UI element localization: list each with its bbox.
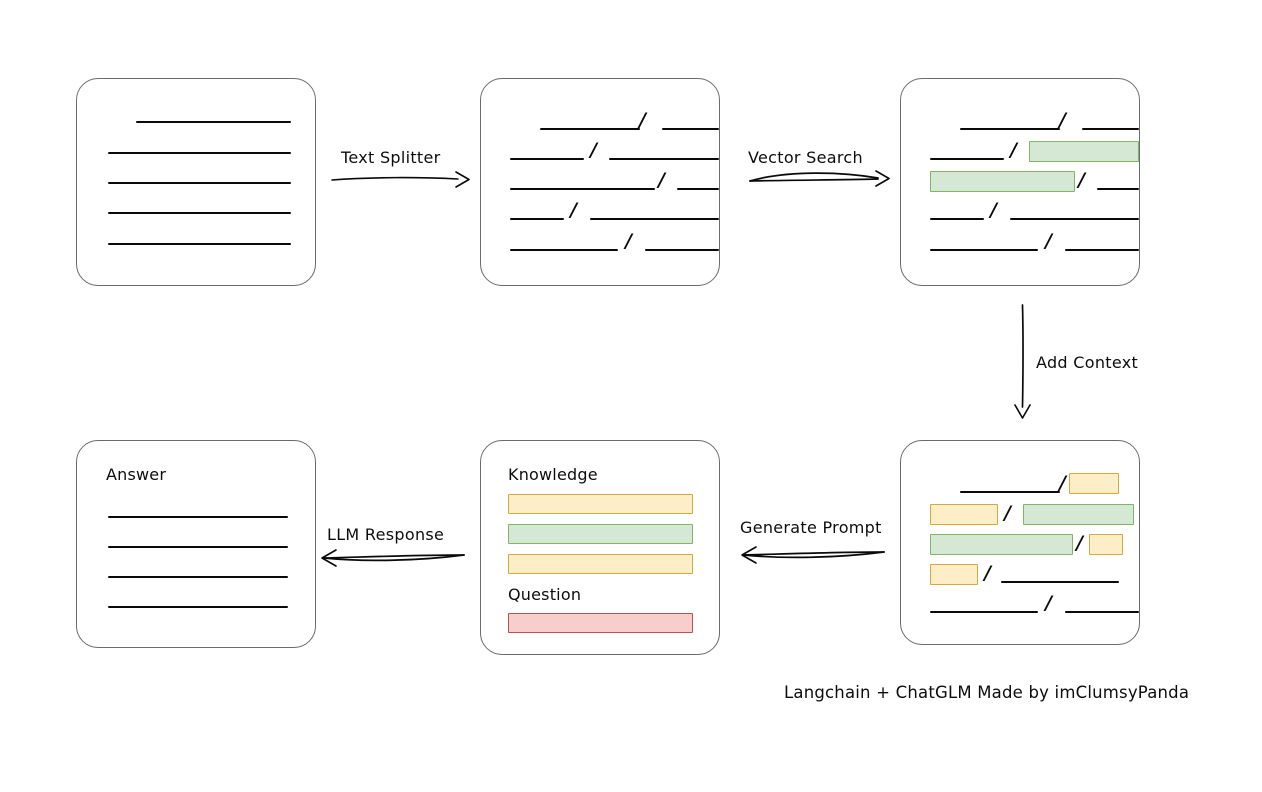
chunk-segment (510, 249, 618, 251)
chunk-slash: / (990, 199, 997, 221)
chunk-segment (930, 158, 1004, 160)
edge-label-text-splitter: Text Splitter (341, 148, 441, 167)
prompt-knowledge-bar (508, 494, 693, 514)
node-split-chunks[interactable] (480, 78, 720, 286)
edge-label-vector-search: Vector Search (748, 148, 863, 167)
chunk-segment (1065, 249, 1139, 251)
edge-arrow-generate-prompt (741, 546, 885, 564)
chunk-segment (1010, 218, 1139, 220)
context-chunk-highlight (930, 564, 978, 585)
text-line (108, 243, 291, 245)
chunk-segment (540, 128, 640, 130)
footer-credit: Langchain + ChatGLM Made by imClumsyPand… (784, 683, 1190, 702)
text-line (108, 606, 288, 608)
chunk-segment (1065, 611, 1139, 613)
edge-label-generate-prompt: Generate Prompt (740, 518, 882, 537)
chunk-segment (510, 188, 655, 190)
retrieved-chunk-highlight (930, 171, 1075, 192)
edge-arrow-text-splitter (331, 171, 470, 188)
chunk-slash: / (1059, 109, 1066, 131)
chunk-segment (930, 218, 984, 220)
chunk-segment (609, 158, 719, 160)
retrieved-chunk-highlight (1029, 141, 1139, 162)
context-chunk-highlight (930, 504, 998, 525)
text-line (108, 152, 291, 154)
chunk-segment (1097, 188, 1139, 190)
chunk-slash: / (625, 230, 632, 252)
edge-arrow-llm-response (321, 549, 465, 567)
chunk-segment (590, 218, 719, 220)
chunk-segment (1082, 128, 1139, 130)
chunk-slash: / (1045, 592, 1052, 614)
retrieved-chunk-highlight (1023, 504, 1134, 525)
chunk-segment (930, 611, 1038, 613)
text-line (108, 546, 288, 548)
edge-arrow-add-context (1014, 304, 1031, 419)
text-line (108, 212, 291, 214)
text-line (136, 121, 291, 123)
chunk-slash: / (1010, 139, 1017, 161)
chunk-slash: / (1078, 169, 1085, 191)
chunk-slash: / (1076, 532, 1083, 554)
chunk-slash: / (570, 199, 577, 221)
prompt-knowledge-bar (508, 554, 693, 574)
context-chunk-highlight (1069, 473, 1119, 494)
retrieved-chunk-highlight (930, 534, 1073, 555)
text-line (108, 516, 288, 518)
chunk-slash: / (639, 109, 646, 131)
chunk-segment (930, 249, 1038, 251)
prompt-knowledge-bar (508, 524, 693, 544)
chunk-segment (645, 249, 719, 251)
edge-label-llm-response: LLM Response (327, 525, 445, 544)
node-answer-box[interactable] (76, 440, 316, 648)
chunk-segment (510, 218, 564, 220)
context-chunk-highlight (1089, 534, 1123, 555)
text-line (108, 576, 288, 578)
chunk-slash: / (984, 562, 991, 584)
chunk-slash: / (590, 139, 597, 161)
chunk-segment (1001, 581, 1119, 583)
answer-heading: Answer (106, 465, 167, 484)
chunk-segment (662, 128, 719, 130)
chunk-segment (960, 128, 1060, 130)
prompt-section-heading-knowledge: Knowledge (508, 465, 598, 484)
prompt-question-bar (508, 613, 693, 633)
chunk-segment (960, 491, 1060, 493)
text-line (108, 182, 291, 184)
edge-label-add-context: Add Context (1036, 353, 1139, 372)
chunk-slash: / (1045, 230, 1052, 252)
chunk-slash: / (658, 169, 665, 191)
prompt-section-heading-question: Question (508, 585, 582, 604)
chunk-segment (677, 188, 719, 190)
chunk-segment (510, 158, 584, 160)
chunk-slash: / (1004, 502, 1011, 524)
edge-arrow-vector-search (749, 170, 890, 187)
chunk-slash: / (1059, 472, 1066, 494)
